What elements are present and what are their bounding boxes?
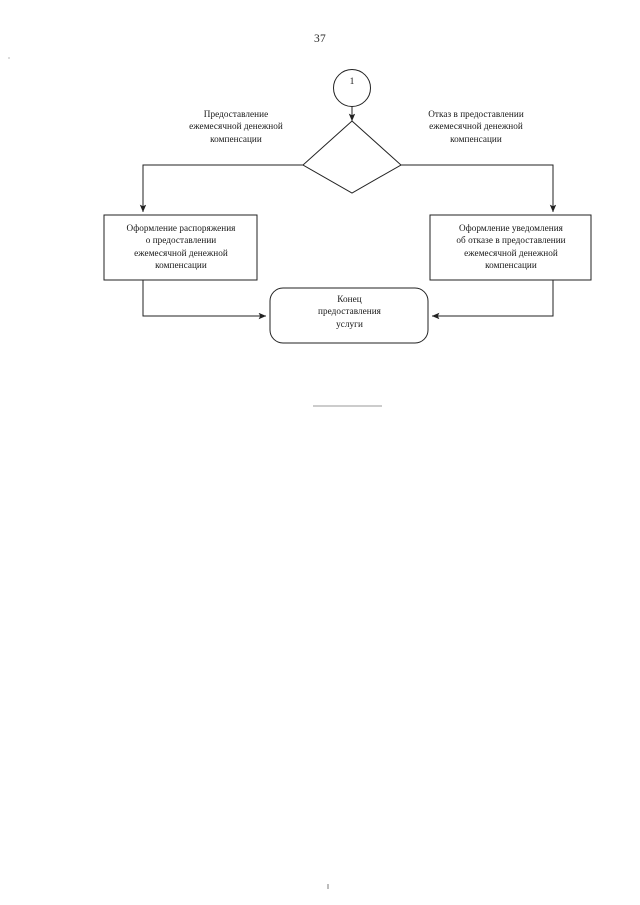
- end-node-text: Конец предоставления услуги: [272, 293, 427, 330]
- branch-label-left: Предоставление ежемесячной денежной комп…: [163, 108, 309, 145]
- connector-process-left-to-end: [142, 280, 267, 320]
- connector-decision-to-process-right: [401, 164, 557, 213]
- process-right-line3: ежемесячной денежной: [464, 247, 558, 258]
- end-node-line3: услуги: [336, 318, 363, 329]
- process-box-right: [429, 214, 592, 281]
- connector-process-right-to-end: [431, 280, 554, 320]
- connector-decision-to-process-left: [139, 164, 303, 213]
- process-left-text: Оформление распоряжения о предоставлении…: [106, 222, 256, 272]
- branch-label-left-line2: ежемесячной денежной: [189, 121, 283, 132]
- end-node-line2: предоставления: [318, 306, 381, 317]
- branch-label-left-line1: Предоставление: [203, 109, 269, 119]
- branch-label-left-line3: компенсации: [210, 133, 262, 144]
- end-node-line1: Конец: [337, 294, 362, 304]
- page-number: 37: [313, 33, 327, 45]
- start-node-label: 1: [349, 77, 355, 87]
- branch-label-right-line3: компенсации: [450, 133, 502, 144]
- process-left-line1: Оформление распоряжения: [126, 223, 236, 233]
- process-right-text: Оформление уведомления об отказе в предо…: [432, 222, 590, 272]
- process-left-line2: о предоставлении: [145, 235, 217, 246]
- process-left-line4: компенсации: [155, 260, 207, 271]
- scan-artifact-top-left: [8, 57, 10, 59]
- process-left-line3: ежемесячной денежной: [134, 247, 228, 258]
- process-box-left: [103, 214, 258, 281]
- process-right-line2: об отказе в предоставлении: [456, 235, 566, 246]
- scan-artifact-bottom: [327, 884, 329, 889]
- branch-label-right-line2: ежемесячной денежной: [429, 121, 523, 132]
- process-right-line4: компенсации: [485, 260, 537, 271]
- decision-diamond: [302, 120, 402, 194]
- end-node-box: [269, 287, 429, 344]
- branch-label-right-line1: Отказ в предоставлении: [428, 109, 524, 119]
- process-right-line1: Оформление уведомления: [459, 223, 563, 233]
- branch-label-right: Отказ в предоставлении ежемесячной денеж…: [396, 108, 556, 145]
